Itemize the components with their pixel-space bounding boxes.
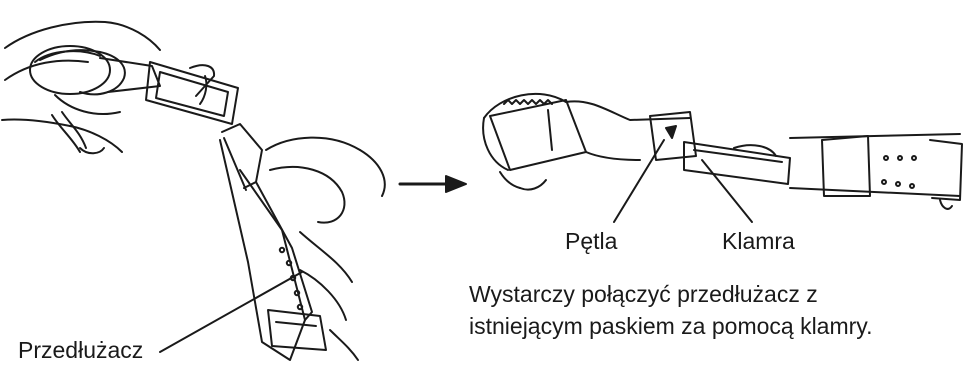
instruction-caption: Wystarczy połączyć przedłużacz z istniej… bbox=[469, 278, 872, 342]
label-loop: Pętla bbox=[565, 228, 617, 254]
watch-strap-joined bbox=[566, 101, 962, 209]
label-buckle: Klamra bbox=[722, 228, 795, 254]
right-arrow-icon bbox=[400, 176, 466, 192]
label-extender: Przedłużacz bbox=[18, 337, 143, 363]
buckle-pointer-line bbox=[702, 160, 752, 222]
caption-line-2: istniejącym paskiem za pomocą klamry. bbox=[469, 310, 872, 342]
loop-pointer-line bbox=[614, 140, 664, 222]
left-hand-holding-strap bbox=[2, 22, 160, 152]
original-strap-with-buckle bbox=[100, 58, 238, 124]
extender-strap bbox=[220, 124, 326, 360]
watch-case-right bbox=[483, 94, 586, 190]
watch-case-left bbox=[30, 46, 110, 153]
caption-line-1: Wystarczy połączyć przedłużacz z bbox=[469, 278, 872, 310]
